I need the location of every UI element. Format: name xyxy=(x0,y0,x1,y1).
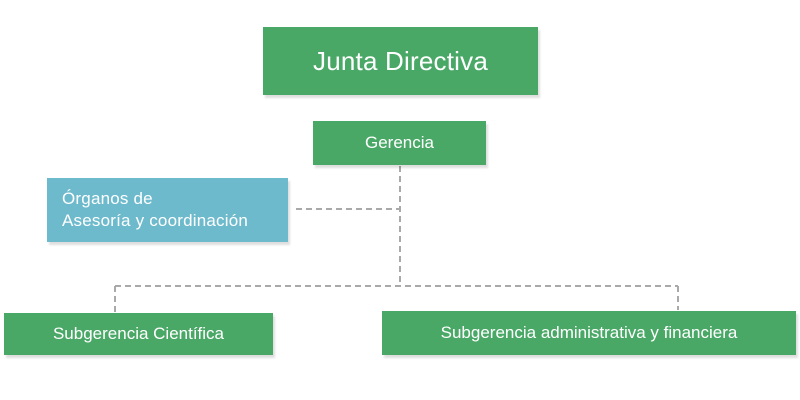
organos-line-1: Órganos de xyxy=(62,189,153,208)
organos-line-2: Asesoría y coordinación xyxy=(62,211,249,230)
subgerencia-administrativa-node: Subgerencia administrativa y financiera xyxy=(382,311,796,355)
junta-directiva-node: Junta Directiva xyxy=(263,27,538,95)
subgerencia-cientifica-node: Subgerencia Científica xyxy=(4,313,273,355)
gerencia-node: Gerencia xyxy=(313,121,486,165)
organos-asesoria-node: Órganos de Asesoría y coordinación xyxy=(47,178,288,242)
